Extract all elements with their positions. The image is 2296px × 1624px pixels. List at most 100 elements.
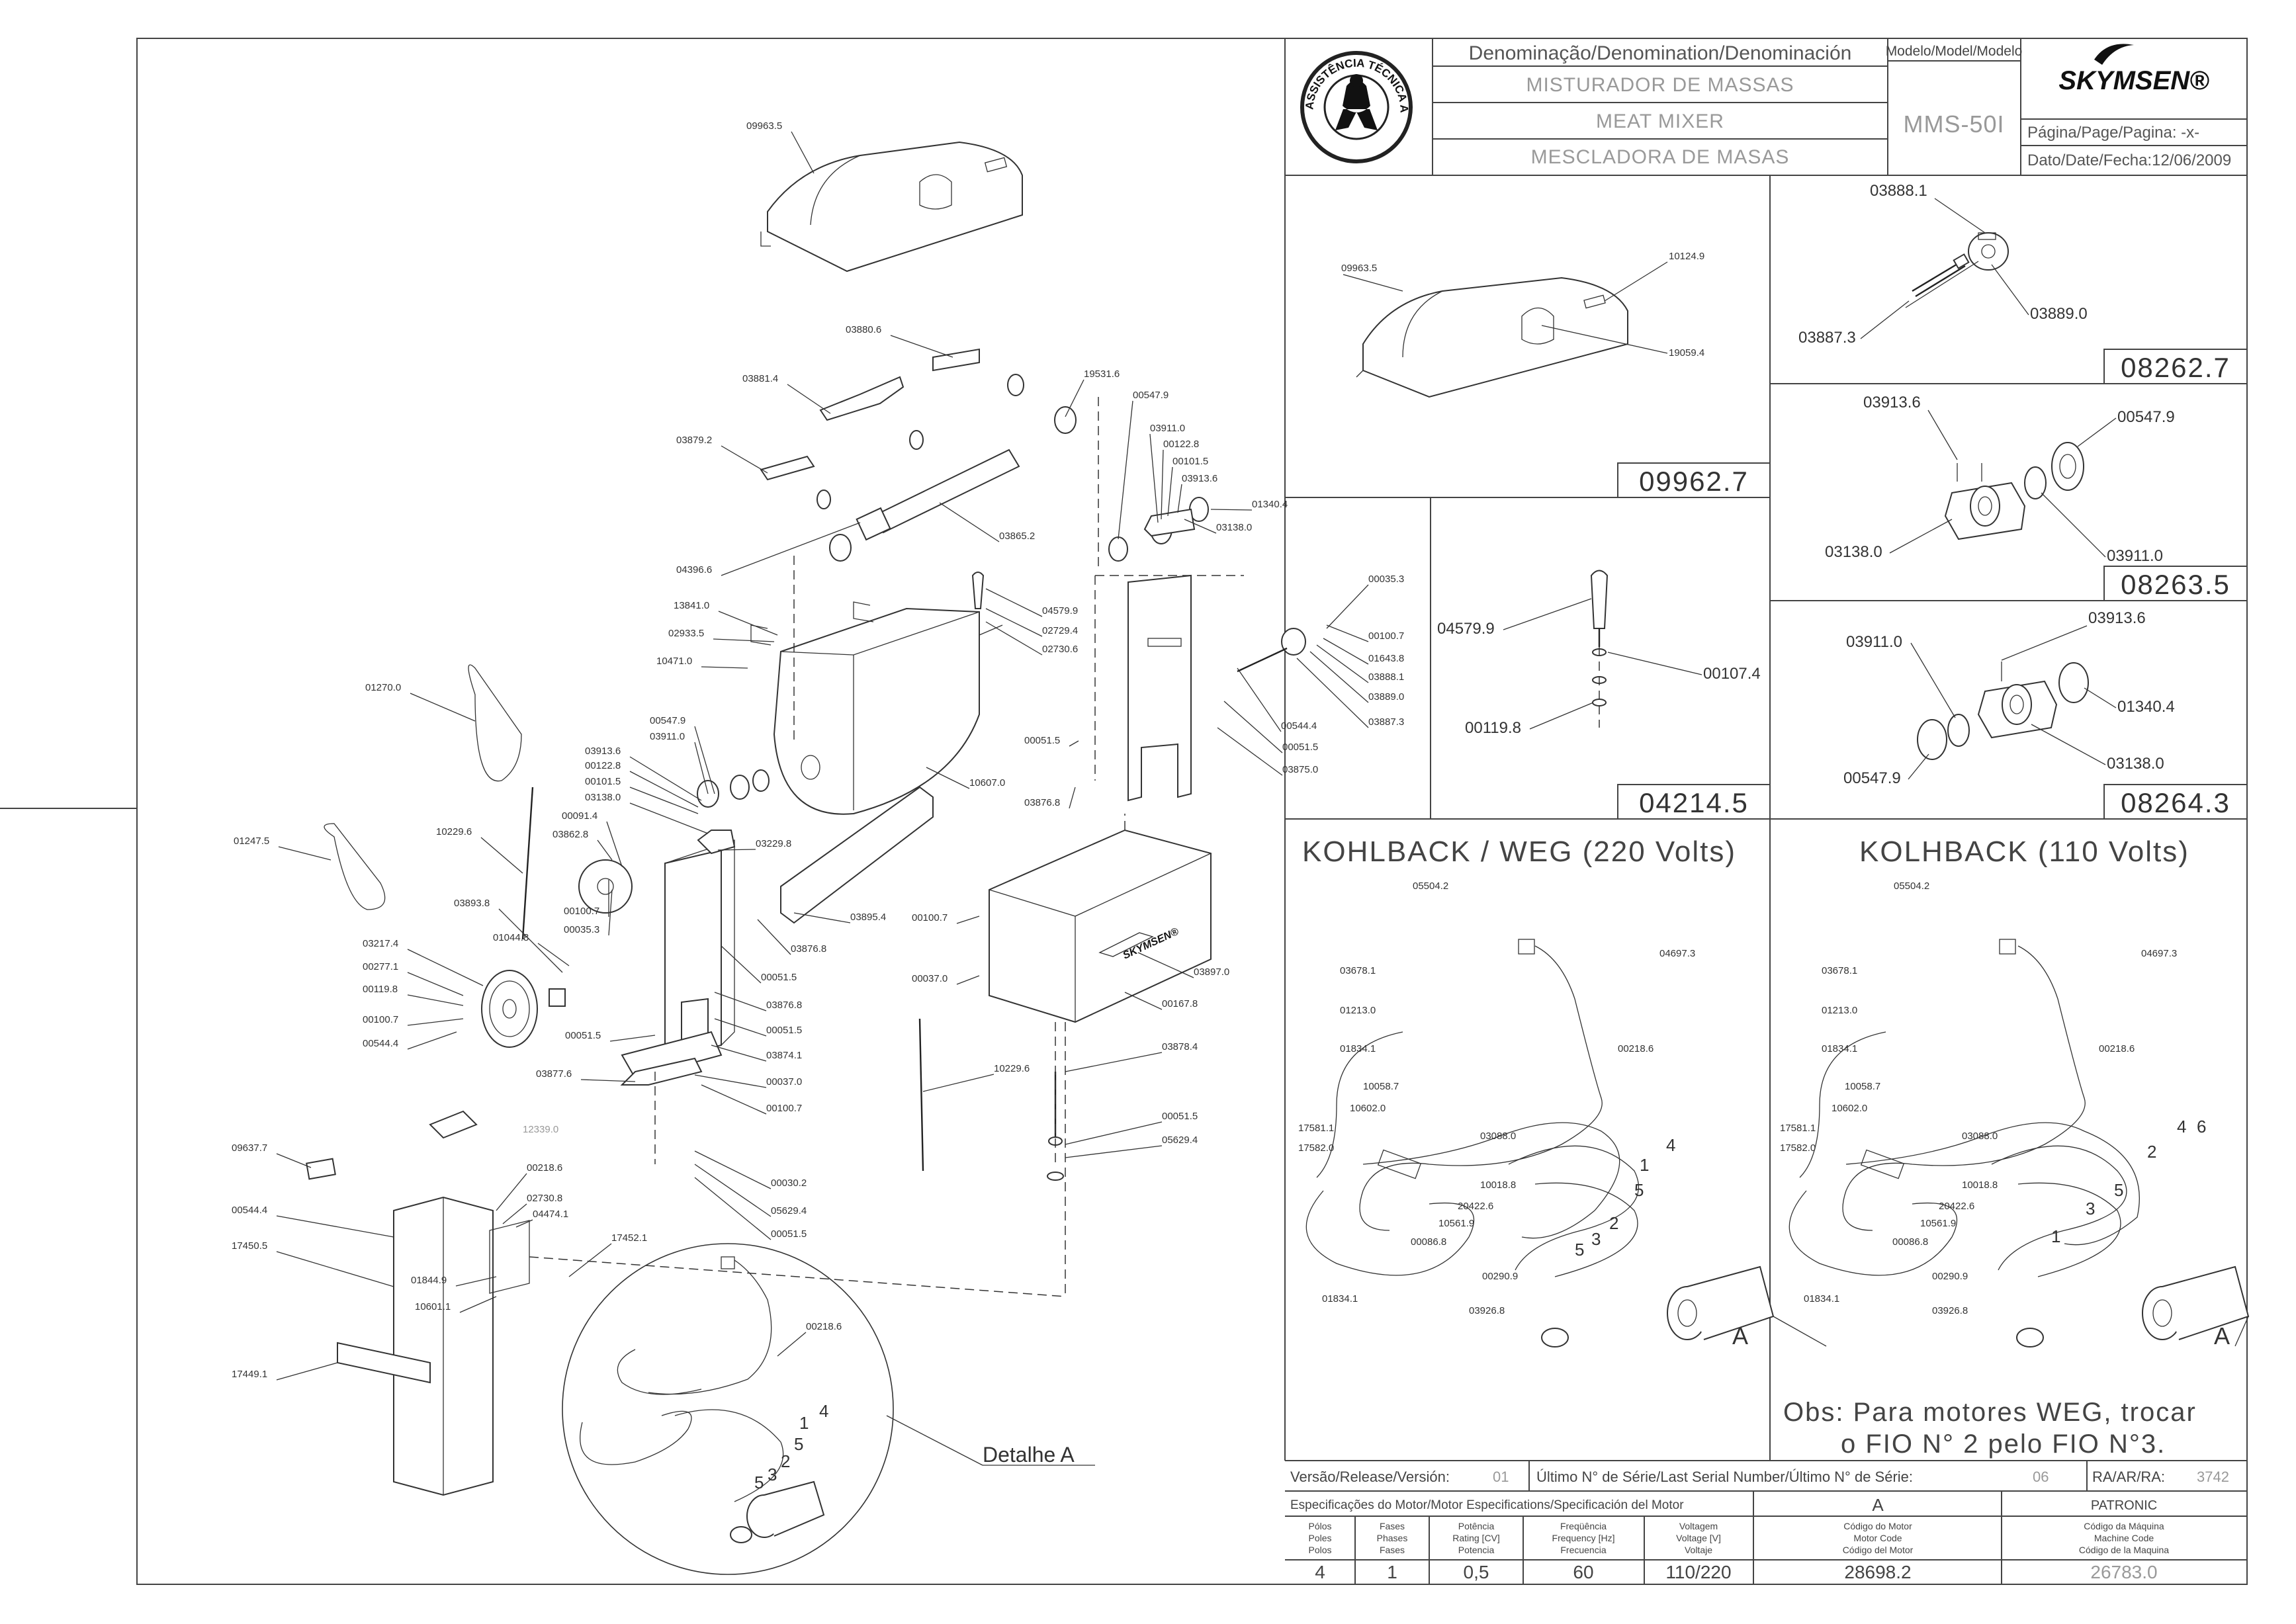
svg-text:Voltagem: Voltagem (1679, 1521, 1718, 1531)
date-label: Dato/Date/Fecha:12/06/2009 (2027, 151, 2231, 169)
svg-text:10602.0: 10602.0 (1832, 1103, 1867, 1114)
leader-line (629, 771, 699, 808)
part-label: 04579.9 (1042, 605, 1078, 617)
svg-text:00290.9: 00290.9 (1932, 1271, 1968, 1282)
svg-text:4: 4 (1666, 1135, 1675, 1155)
part-label: 03897.0 (1194, 966, 1229, 978)
svg-text:1: 1 (799, 1413, 809, 1433)
svg-text:10602.0: 10602.0 (1350, 1103, 1386, 1114)
part-label: 03913.6 (585, 746, 621, 757)
leader-line (721, 445, 768, 474)
leader-line (717, 849, 756, 851)
leader-line (793, 912, 851, 923)
spec-title: Especificações do Motor/Motor Especifica… (1290, 1498, 1684, 1512)
kit-box-08263: 08263.5 (2103, 566, 2248, 601)
part-label: 00037.0 (766, 1076, 802, 1088)
svg-text:2: 2 (781, 1451, 790, 1471)
svg-text:08264.3: 08264.3 (2121, 787, 2230, 818)
part-label: 03874.1 (766, 1050, 802, 1061)
part-label: 01247.5 (234, 835, 269, 847)
svg-text:10124.9: 10124.9 (1669, 251, 1704, 262)
leader-line (694, 742, 709, 794)
leader-line (580, 1079, 636, 1082)
part-label: 00051.5 (766, 1025, 802, 1036)
leader-line (985, 588, 1043, 617)
leader-line (956, 916, 980, 924)
leader-line (609, 1035, 656, 1042)
leader-line (1296, 658, 1369, 728)
svg-text:Polos: Polos (1308, 1545, 1331, 1555)
svg-text:10561.9: 10561.9 (1438, 1218, 1474, 1229)
svg-text:5: 5 (754, 1473, 764, 1492)
ra-value: 3742 (2197, 1469, 2229, 1485)
footer-table: Versão/Release/Versión: 01 Último N° de … (1285, 1460, 2247, 1584)
svg-text:4: 4 (2177, 1117, 2186, 1136)
part-label: 19531.6 (1084, 368, 1120, 380)
motor-title-220v: KOHLBACK / WEG (220 Volts) (1302, 835, 1736, 868)
svg-text:08262.7: 08262.7 (2121, 352, 2230, 383)
svg-text:03889.0: 03889.0 (2030, 305, 2088, 323)
svg-text:Freqüência: Freqüência (1560, 1521, 1607, 1531)
part-label: 03875.0 (1282, 764, 1318, 775)
svg-text:Potência: Potência (1458, 1521, 1495, 1531)
svg-text:60: 60 (1573, 1562, 1593, 1582)
part-label: 00547.9 (1133, 390, 1169, 401)
svg-text:Poles: Poles (1308, 1533, 1331, 1543)
part-label: 09963.5 (746, 120, 782, 132)
leader-line (1069, 740, 1079, 747)
seal-text: ASSISTÊNCIA TÉCNICA AUTORIZADA (0, 0, 1411, 113)
observation-note: Obs: Para motores WEG, trocar o FIO N° 2… (1783, 1398, 2195, 1459)
part-label: 01844.9 (411, 1275, 447, 1286)
part-label: 00218.6 (806, 1321, 842, 1332)
part-label: 10229.6 (994, 1063, 1030, 1074)
part-label: 05629.4 (1162, 1134, 1198, 1146)
bearing2-kit-drawing (1917, 662, 2089, 760)
svg-text:Frequency [Hz]: Frequency [Hz] (1552, 1533, 1615, 1543)
leader-line (1309, 651, 1369, 703)
main-exploded-view: SKYMSEN® (306, 141, 1306, 1496)
part-label: 10601.1 (415, 1301, 451, 1312)
leader-line (718, 611, 778, 636)
svg-text:00218.6: 00218.6 (2099, 1043, 2135, 1054)
svg-text:03926.8: 03926.8 (1469, 1305, 1505, 1316)
leader-line (701, 666, 748, 669)
svg-text:10058.7: 10058.7 (1363, 1081, 1399, 1092)
leader-line (629, 802, 709, 834)
part-label: 00035.3 (564, 924, 599, 935)
part-label: 17450.5 (232, 1240, 267, 1252)
serial-value: 06 (2033, 1469, 2049, 1485)
motor-panel-110v: KOLHBACK (110 Volts) (1788, 835, 2250, 1347)
svg-text:03913.6: 03913.6 (2088, 609, 2146, 627)
part-label: 04396.6 (676, 564, 712, 576)
part-label: 00119.8 (363, 984, 398, 995)
svg-text:03678.1: 03678.1 (1340, 965, 1376, 976)
leader-line (721, 945, 762, 984)
leader-line (701, 1084, 767, 1115)
svg-text:5: 5 (794, 1434, 803, 1454)
leader-line (1065, 1145, 1163, 1158)
part-label: 00122.8 (1163, 439, 1199, 450)
cover-kit-drawing (1356, 277, 1628, 398)
svg-text:Potencia: Potencia (1458, 1545, 1495, 1555)
col-a: A (1872, 1495, 1884, 1515)
detail-a-label: Detalhe A (983, 1443, 1075, 1467)
svg-text:01213.0: 01213.0 (1822, 1005, 1857, 1016)
part-label: 03895.4 (850, 912, 886, 923)
svg-text:03911.0: 03911.0 (1846, 633, 1902, 651)
svg-text:03088.0: 03088.0 (1962, 1131, 1998, 1142)
svg-text:Código do Motor: Código do Motor (1843, 1521, 1912, 1531)
svg-text:10018.8: 10018.8 (1962, 1179, 1998, 1191)
part-label: 10229.6 (436, 826, 472, 837)
leader-line (455, 1276, 497, 1287)
motor-labels-110v: 05504.2 04697.3 03678.1 01213.0 00218.6 … (1780, 880, 2230, 1349)
version-value: 01 (1493, 1469, 1509, 1485)
part-label: 03911.0 (650, 731, 685, 742)
svg-text:17581.1: 17581.1 (1780, 1123, 1816, 1134)
leader-line (939, 502, 1000, 542)
leader-line (407, 972, 464, 996)
kit-box-08264: 08264.3 (2103, 784, 2248, 820)
svg-text:Voltaje: Voltaje (1685, 1545, 1712, 1555)
svg-text:3: 3 (768, 1465, 777, 1484)
svg-text:01340.4: 01340.4 (2117, 698, 2175, 716)
